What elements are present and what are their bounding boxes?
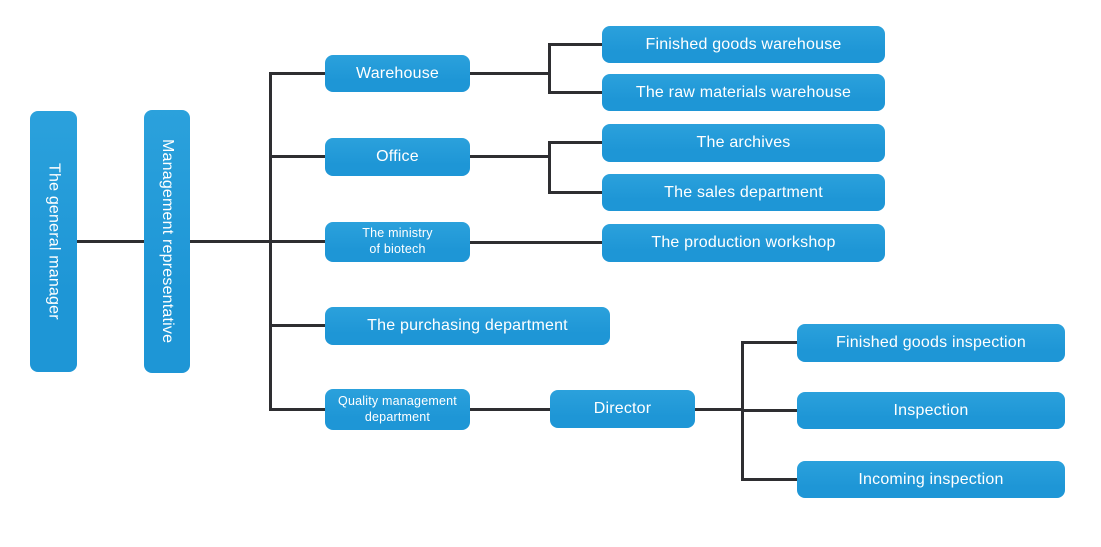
- node-production-workshop[interactable]: The production workshop: [602, 224, 885, 262]
- connector-office-vertical: [548, 141, 551, 194]
- node-incoming-inspection[interactable]: Incoming inspection: [797, 461, 1065, 498]
- node-purchasing-department[interactable]: The purchasing department: [325, 307, 610, 345]
- node-warehouse[interactable]: Warehouse: [325, 55, 470, 92]
- connector-branch-warehouse: [269, 72, 325, 75]
- connector-branch-quality: [269, 408, 325, 411]
- connector-to-raw-materials-warehouse: [548, 91, 602, 94]
- connector-branch-purchasing: [269, 324, 325, 327]
- connector-gm-to-mr: [77, 240, 144, 243]
- node-finished-goods-inspection[interactable]: Finished goods inspection: [797, 324, 1065, 362]
- connector-branch-office: [269, 155, 325, 158]
- connector-mr-to-trunk: [190, 240, 270, 243]
- node-ministry-of-biotech[interactable]: The ministry of biotech: [325, 222, 470, 262]
- node-sales-department[interactable]: The sales department: [602, 174, 885, 211]
- node-quality-management-department[interactable]: Quality management department: [325, 389, 470, 430]
- connector-ministry-to-production: [470, 241, 602, 244]
- connector-warehouse-vertical: [548, 43, 551, 94]
- node-general-manager[interactable]: The general manager: [30, 111, 77, 372]
- connector-to-finished-goods-warehouse: [548, 43, 602, 46]
- connector-branch-ministry: [269, 240, 325, 243]
- connector-to-archives: [548, 141, 602, 144]
- connector-quality-to-director: [470, 408, 551, 411]
- connector-to-finished-goods-inspection: [741, 341, 797, 344]
- node-management-representative[interactable]: Management representative: [144, 110, 190, 373]
- node-archives[interactable]: The archives: [602, 124, 885, 162]
- node-inspection[interactable]: Inspection: [797, 392, 1065, 429]
- node-office[interactable]: Office: [325, 138, 470, 176]
- node-finished-goods-warehouse[interactable]: Finished goods warehouse: [602, 26, 885, 63]
- connector-to-incoming-inspection: [741, 478, 797, 481]
- node-raw-materials-warehouse[interactable]: The raw materials warehouse: [602, 74, 885, 111]
- connector-director-out: [695, 408, 744, 411]
- connector-warehouse-out: [470, 72, 551, 75]
- node-director[interactable]: Director: [550, 390, 695, 428]
- connector-to-sales-department: [548, 191, 602, 194]
- connector-to-inspection: [741, 409, 797, 412]
- connector-office-out: [470, 155, 551, 158]
